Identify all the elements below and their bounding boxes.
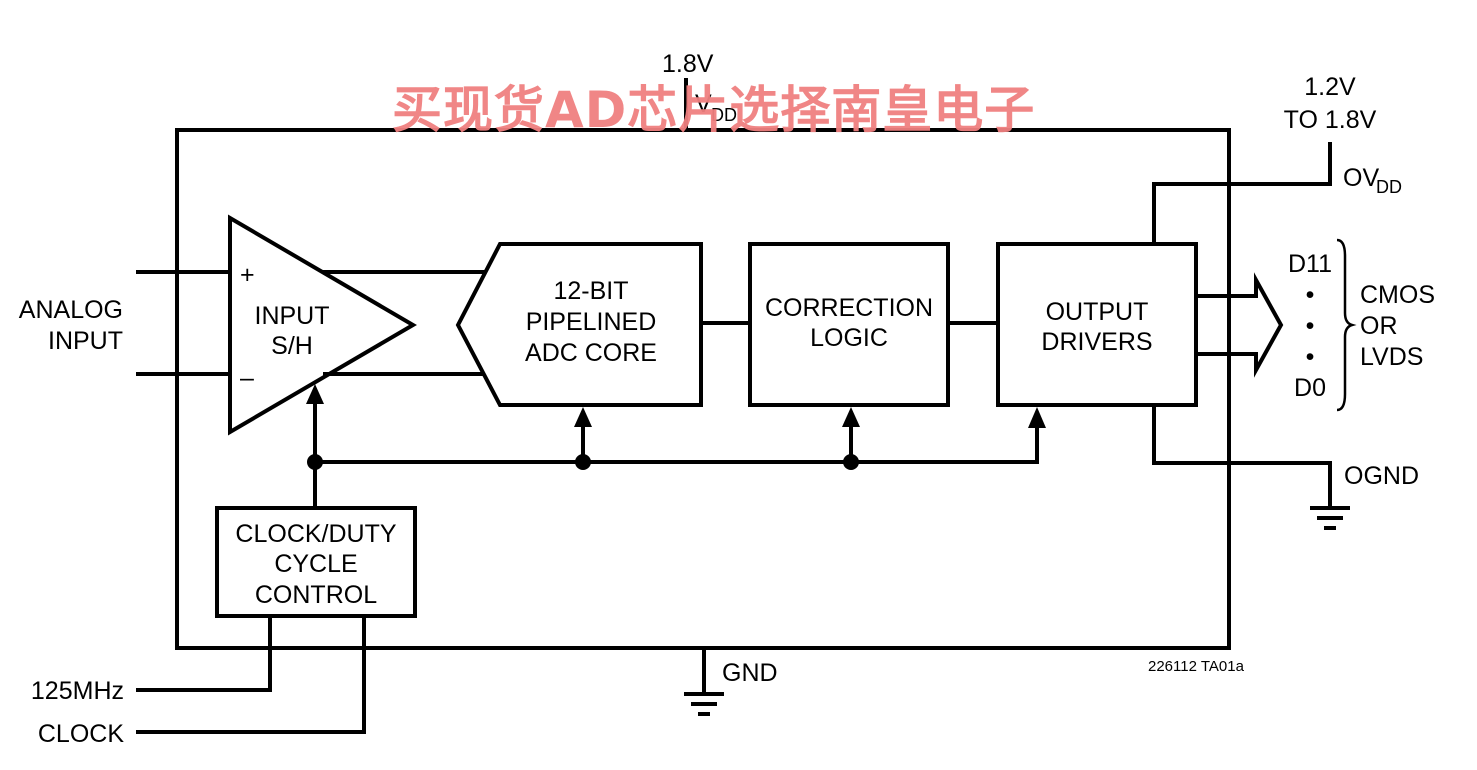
ovdd-wire	[1152, 142, 1332, 244]
output-format-2: OR	[1360, 312, 1398, 340]
output-format-3: LVDS	[1360, 343, 1423, 371]
minus-sign: –	[240, 364, 254, 392]
output-drivers-block	[996, 242, 1198, 407]
out-label-1: OUTPUT	[1046, 298, 1149, 326]
clk-label-2: CYCLE	[274, 550, 357, 578]
adc-core-block	[455, 242, 703, 407]
output-brace	[1336, 238, 1357, 412]
ovdd-label: OV	[1343, 164, 1379, 192]
corr-label-2: LOGIC	[810, 324, 888, 352]
clk-label-3: CONTROL	[255, 581, 377, 609]
clk-label-1: CLOCK/DUTY	[235, 520, 396, 548]
corr-label-1: CORRECTION	[765, 294, 933, 322]
sh-label-2: S/H	[271, 332, 313, 360]
output-dot-2: •	[1306, 312, 1315, 340]
arrow-to-output	[1028, 407, 1046, 428]
junction-adc	[575, 454, 591, 470]
clock-freq-label: 125MHz	[31, 677, 124, 705]
analog-input-label-2: INPUT	[48, 327, 123, 355]
vdd-label: V	[695, 90, 712, 118]
junction-corr	[843, 454, 859, 470]
input-sh-amplifier	[228, 214, 417, 436]
ovdd-range-1: 1.2V	[1304, 73, 1356, 101]
gnd-label: GND	[722, 659, 778, 687]
ovdd-subscript: DD	[1376, 177, 1402, 197]
ognd-wire	[1152, 405, 1332, 508]
arrow-to-adc	[574, 407, 592, 427]
output-msb: D11	[1288, 250, 1332, 278]
out-label-2: DRIVERS	[1041, 328, 1152, 356]
clock-input-wire-1	[136, 616, 272, 692]
output-lsb: D0	[1294, 374, 1326, 402]
junction-sh	[307, 454, 323, 470]
arrow-to-sh	[306, 384, 324, 404]
output-dot-1: •	[1306, 281, 1315, 309]
watermark-text: 买现货AD芯片选择南皇电子	[392, 81, 1036, 139]
adc-label-2: PIPELINED	[526, 308, 657, 336]
plus-sign: +	[240, 261, 255, 289]
adc-label-1: 12-BIT	[553, 277, 628, 305]
correction-logic-block	[748, 242, 950, 407]
analog-input-label-1: ANALOG	[19, 296, 123, 324]
output-format-1: CMOS	[1360, 281, 1435, 309]
sh-label-1: INPUT	[255, 302, 330, 330]
ovdd-range-2: TO 1.8V	[1284, 106, 1377, 134]
vdd-voltage: 1.8V	[662, 50, 714, 78]
output-bus-arrow	[1196, 272, 1284, 378]
clock-label: CLOCK	[38, 720, 124, 748]
clock-input-wire-2	[136, 616, 366, 734]
clock-duty-control-block	[215, 506, 417, 618]
figure-id: 226112 TA01a	[1148, 658, 1245, 675]
ognd-label: OGND	[1344, 462, 1419, 490]
arrow-to-corr	[842, 407, 860, 427]
clock-bus	[313, 428, 1039, 508]
vdd-subscript: DD	[711, 105, 737, 125]
output-dot-3: •	[1306, 343, 1315, 371]
adc-label-3: ADC CORE	[525, 339, 657, 367]
